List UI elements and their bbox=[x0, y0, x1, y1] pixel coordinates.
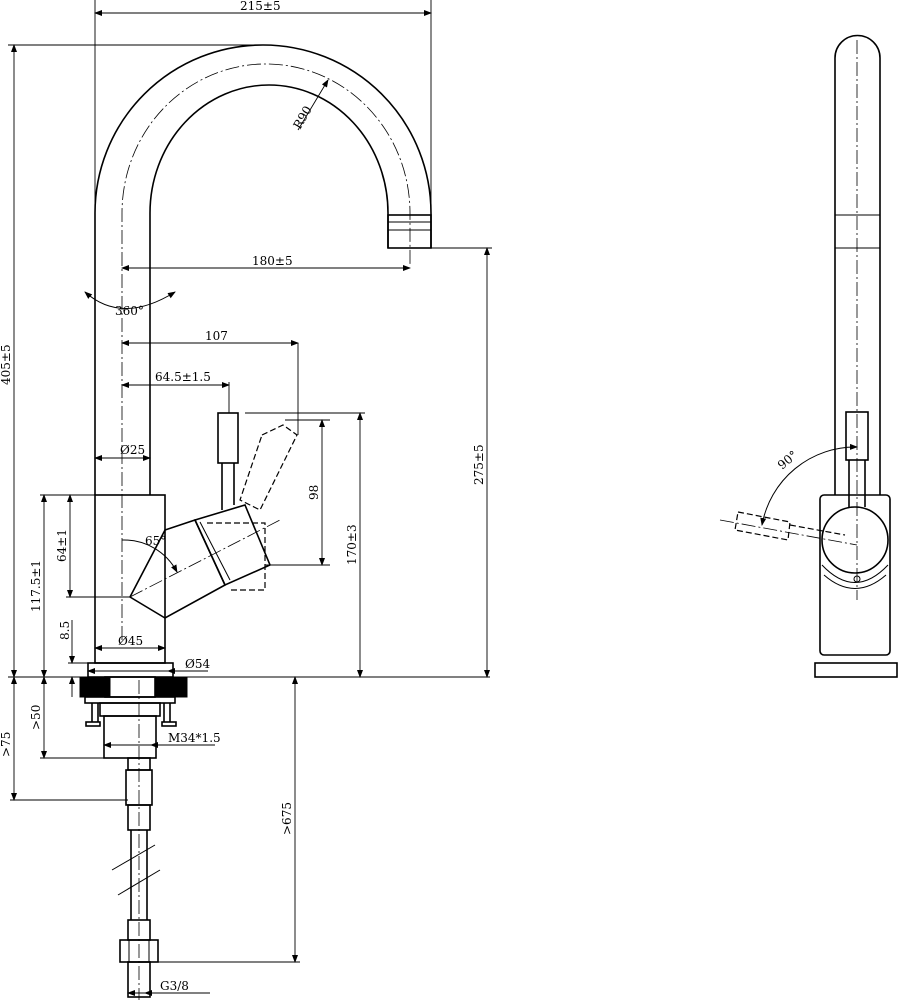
dim-total-height: 405±5 bbox=[0, 344, 13, 385]
dim-hose-thread: G3/8 bbox=[160, 979, 189, 993]
dim-body-height: 170±3 bbox=[345, 524, 359, 565]
dim-handle-axis-height: 64±1 bbox=[55, 529, 69, 562]
dim-handle-offset: 64.5±1.5 bbox=[155, 370, 211, 384]
dim-handle-reach: 107 bbox=[205, 329, 228, 343]
dim-handle-angle: 65° bbox=[145, 534, 166, 548]
side-base bbox=[814, 662, 898, 678]
handle-lever-upright bbox=[217, 412, 239, 464]
dim-hose-length: >675 bbox=[280, 802, 294, 835]
dim-outlet-reach: 180±5 bbox=[252, 254, 293, 268]
side-cartridge bbox=[821, 506, 889, 574]
dim-min-counter: >50 bbox=[29, 705, 43, 730]
dim-base-height: 8.5 bbox=[58, 621, 72, 640]
dim-thread: M34*1.5 bbox=[168, 731, 221, 745]
handle-lever bbox=[193, 504, 272, 587]
threaded-shank bbox=[103, 715, 157, 759]
dim-rotation: 360° bbox=[115, 304, 144, 318]
spout-inner bbox=[149, 84, 389, 495]
side-spout bbox=[834, 34, 881, 495]
dim-handle-height: 98 bbox=[307, 485, 321, 500]
dim-min-depth: >75 bbox=[0, 732, 13, 757]
spout-centerline bbox=[121, 63, 411, 640]
dim-spout-reach: 215±5 bbox=[240, 0, 281, 13]
side-view: 90° bbox=[719, 34, 898, 678]
dim-outlet-height: 275±5 bbox=[472, 444, 486, 485]
faucet-base-ring bbox=[87, 662, 174, 678]
front-view: 215±5 R90 180±5 360° 107 64.5±1.5 Ø25 65… bbox=[0, 0, 492, 1000]
dim-lever-angle: 90° bbox=[775, 448, 800, 472]
side-handle-tilted bbox=[734, 511, 791, 541]
handle-lever-tilted bbox=[239, 424, 298, 511]
dim-body-diameter: Ø45 bbox=[118, 634, 143, 648]
dim-base-diameter: Ø54 bbox=[185, 657, 210, 671]
spout-nozzle bbox=[387, 214, 432, 249]
spout-outer bbox=[94, 44, 432, 495]
dim-body-total: 117.5±1 bbox=[29, 560, 43, 612]
dim-tube-diameter: Ø25 bbox=[120, 443, 145, 457]
